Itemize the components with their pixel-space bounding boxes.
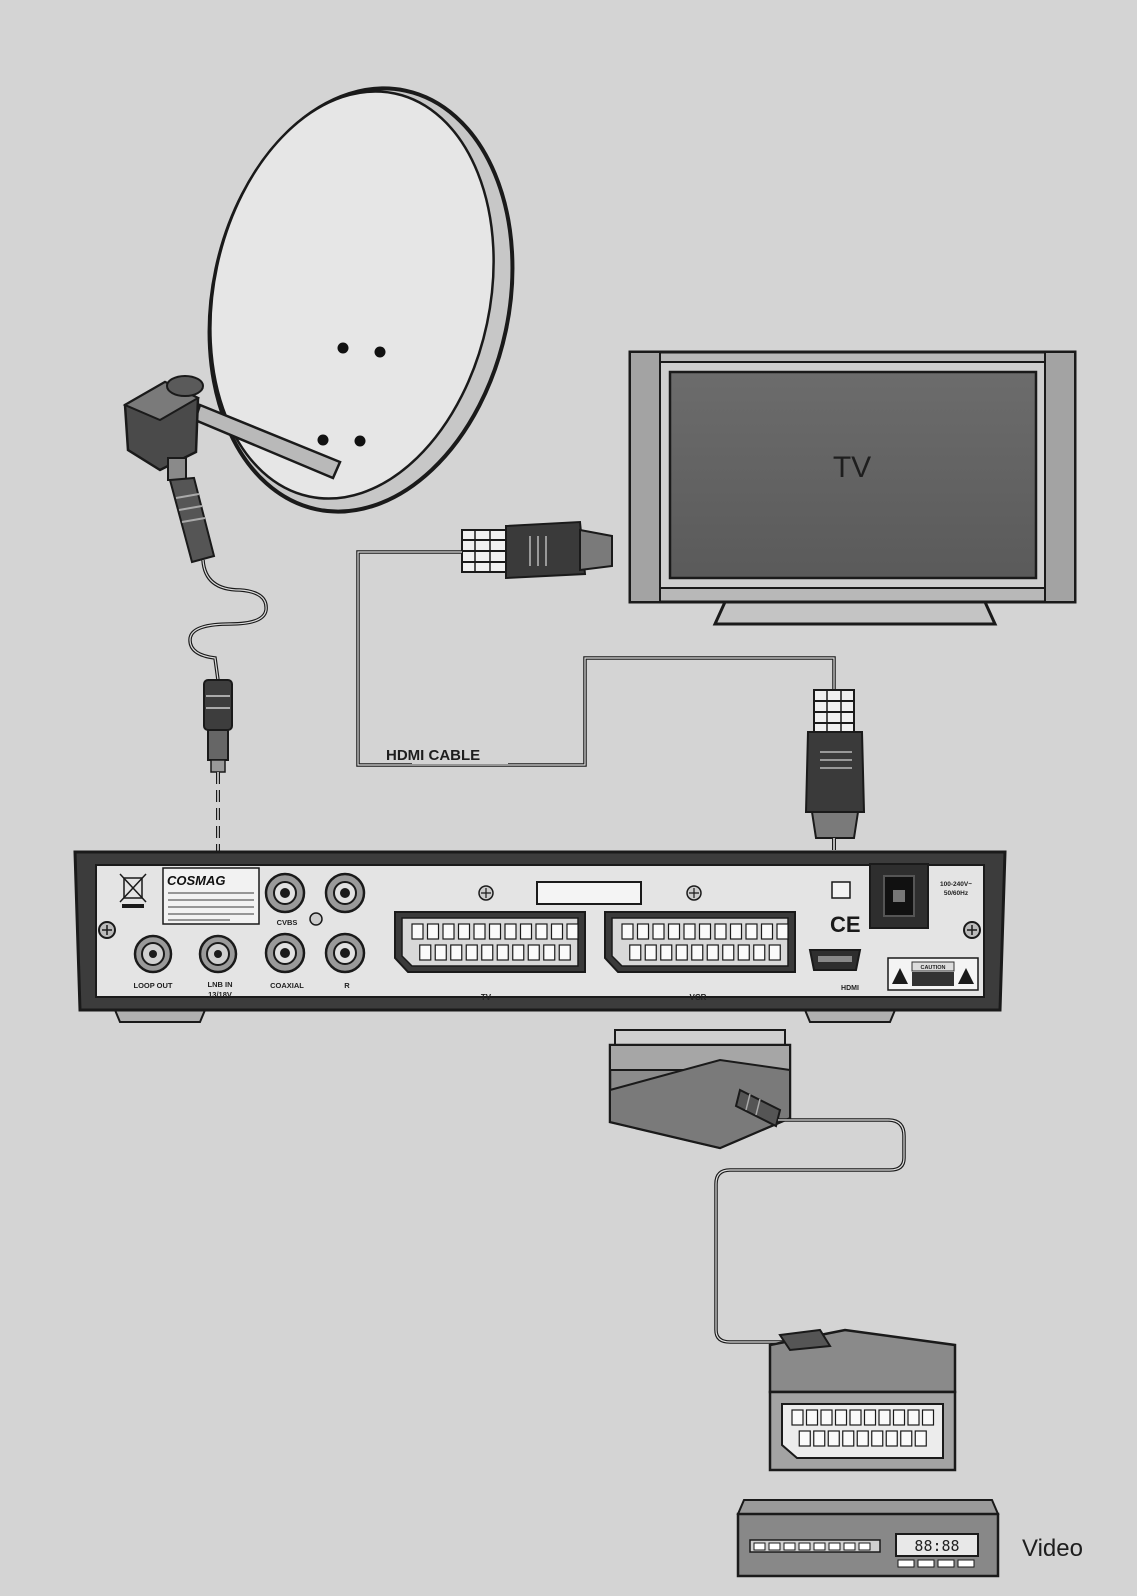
scart-vcr-label: VCR [690, 993, 707, 1002]
hdmi-plug-tv [461, 520, 613, 580]
receiver: COSMAG LOOP OUT LNB IN 13/18V [73, 850, 1007, 1023]
power-socket [869, 863, 929, 929]
caution-label [887, 957, 979, 991]
coax-cable [188, 559, 268, 681]
tv-screen [668, 370, 1038, 580]
vcr: 88:88 [736, 1499, 1000, 1578]
audio-l-port [324, 872, 366, 914]
hdmi-cable-label: HDMI CABLE [386, 747, 480, 764]
scart-plug-receiver [608, 1029, 792, 1150]
lnb [122, 375, 216, 564]
coaxial-label: COAXIAL [270, 981, 304, 990]
brand-logo: COSMAG [167, 873, 226, 888]
power-freq-label: 50/60Hz [944, 890, 969, 897]
hdmi-port [808, 949, 862, 971]
ce-mark: CE [830, 912, 861, 937]
power-rating-label: 100-240V~ [940, 881, 972, 888]
coaxial-port [264, 932, 306, 974]
lnb-in-label: LNB IN [208, 980, 233, 989]
scart-cable [714, 1118, 906, 1344]
lnb-in-port [198, 934, 238, 974]
tv-label: TV [833, 451, 871, 484]
vcr-display: 88:88 [914, 1537, 959, 1555]
video-label: Video [1022, 1535, 1083, 1562]
scart-plug-vcr [768, 1328, 957, 1472]
satellite-dish [122, 86, 515, 564]
lnb-voltage-label: 13/18V [208, 990, 232, 999]
cvbs-label: CVBS [277, 918, 298, 927]
weee-bin-icon [119, 873, 147, 908]
scart-vcr-port [604, 911, 796, 973]
f-connector [203, 679, 233, 773]
r-label: R [344, 981, 350, 990]
caution-text: CAUTION [920, 965, 945, 971]
audio-r-port [324, 932, 366, 974]
hdmi-plug-receiver [804, 689, 866, 839]
rating-label: COSMAG [162, 867, 260, 925]
television [628, 350, 1077, 626]
loop-out-label: LOOP OUT [133, 981, 172, 990]
loop-out-port [133, 934, 173, 974]
scart-tv-port [394, 911, 586, 973]
scart-tv-label: TV [481, 993, 492, 1002]
hdmi-port-label: HDMI [841, 985, 859, 992]
cvbs-port [264, 872, 306, 914]
